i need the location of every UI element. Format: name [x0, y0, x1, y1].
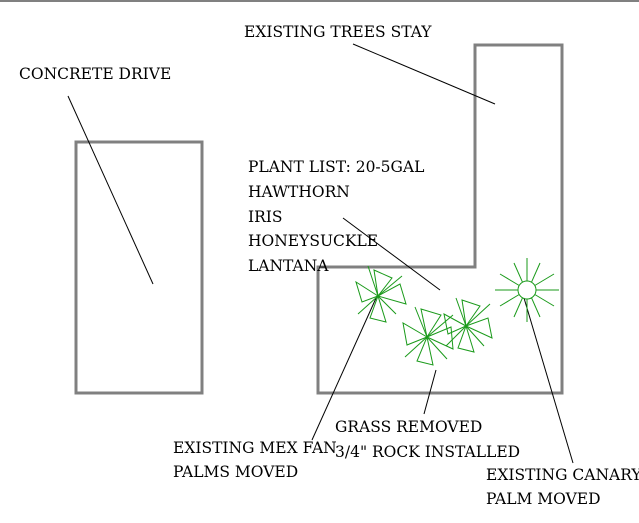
concrete-drive-outline [74, 140, 204, 395]
leader-existing-trees [352, 43, 496, 105]
label-concrete-drive: CONCRETE DRIVE [19, 65, 171, 83]
plant-list-item: LANTANA [248, 257, 329, 275]
leader-plant-list [342, 217, 441, 291]
label-grass-removed: GRASS REMOVED [335, 418, 482, 436]
leader-mex-fan-palms [311, 295, 378, 441]
label-canary-palm: EXISTING CANARY [486, 466, 639, 484]
planting-bed-outline [316, 43, 564, 395]
label-existing-trees: EXISTING TREES STAY [244, 23, 432, 41]
plant-list-item: HAWTHORN [248, 183, 350, 201]
plant-list-heading: PLANT LIST: 20-5GAL [248, 158, 424, 176]
fan-palm-icon [443, 297, 493, 353]
label-palms-moved: PALMS MOVED [173, 463, 298, 481]
canary-palm-icon [495, 258, 559, 322]
label-mex-fan-palms: EXISTING MEX FAN [173, 439, 337, 457]
leader-canary-palm [523, 297, 574, 464]
leader-grass-removed [423, 369, 437, 415]
label-palm-moved: PALM MOVED [486, 490, 601, 508]
plant-list-item: IRIS [248, 208, 283, 226]
leader-concrete-drive [67, 95, 154, 285]
label-rock-installed: 3/4" ROCK INSTALLED [335, 443, 520, 461]
fan-palm-icon [402, 306, 454, 366]
plant-list-item: HONEYSUCKLE [248, 232, 378, 250]
fan-palm-icon [355, 265, 407, 323]
